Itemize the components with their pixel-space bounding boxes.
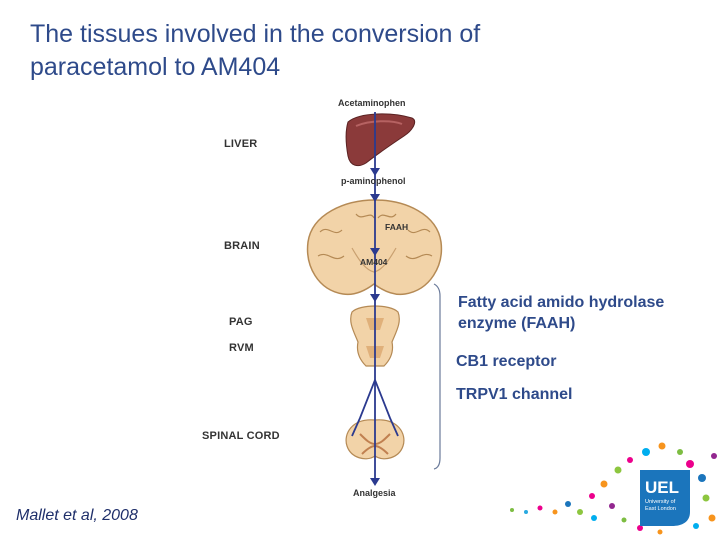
title-line-1: The tissues involved in the conversion o… [30,20,481,48]
label-pag: PAG [229,316,253,328]
label-acetaminophen: Acetaminophen [338,98,406,108]
uel-logo-badge [640,470,690,526]
label-brain: BRAIN [224,240,260,252]
label-rvm: RVM [229,342,254,354]
title-line-2: paracetamol to AM404 [30,53,281,81]
arrow-to-analgesia [370,478,380,486]
note-faah-line-1: Fatty acid amido hydrolase [458,294,665,311]
arrow-to-brainstem [370,294,380,302]
label-liver: LIVER [224,138,258,150]
liver-highlight [355,120,403,127]
liver-illustration [345,113,416,167]
note-faah: Fatty acid amido hydrolase enzyme (FAAH) [458,292,664,334]
label-spinal-cord: SPINAL CORD [202,430,280,442]
note-cb1: CB1 receptor [456,353,557,370]
citation: Mallet et al, 2008 [16,507,138,524]
mechanism-bracket [433,283,441,470]
logo-brand: UEL [645,478,679,497]
note-trpv1: TRPV1 channel [456,386,573,403]
label-p-aminophenol: p-aminophenol [341,176,406,186]
arrow-to-brain [370,194,380,202]
label-am404: AM404 [360,257,388,267]
note-faah-line-2: enzyme (FAAH) [458,315,576,332]
logo-sub-1: University of [645,499,676,505]
brain-midline [351,247,397,273]
logo-dot-pattern [510,442,717,535]
brain-folds [317,213,433,260]
arrow-to-p-aminophenol [370,168,380,176]
slide-title: The tissues involved in the conversion o… [30,18,590,84]
descending-pathway [351,379,399,437]
label-faah: FAAH [385,222,409,232]
logo-sub-2: East London [645,506,676,512]
arrow-to-am404 [370,248,380,256]
label-analgesia: Analgesia [353,488,396,498]
